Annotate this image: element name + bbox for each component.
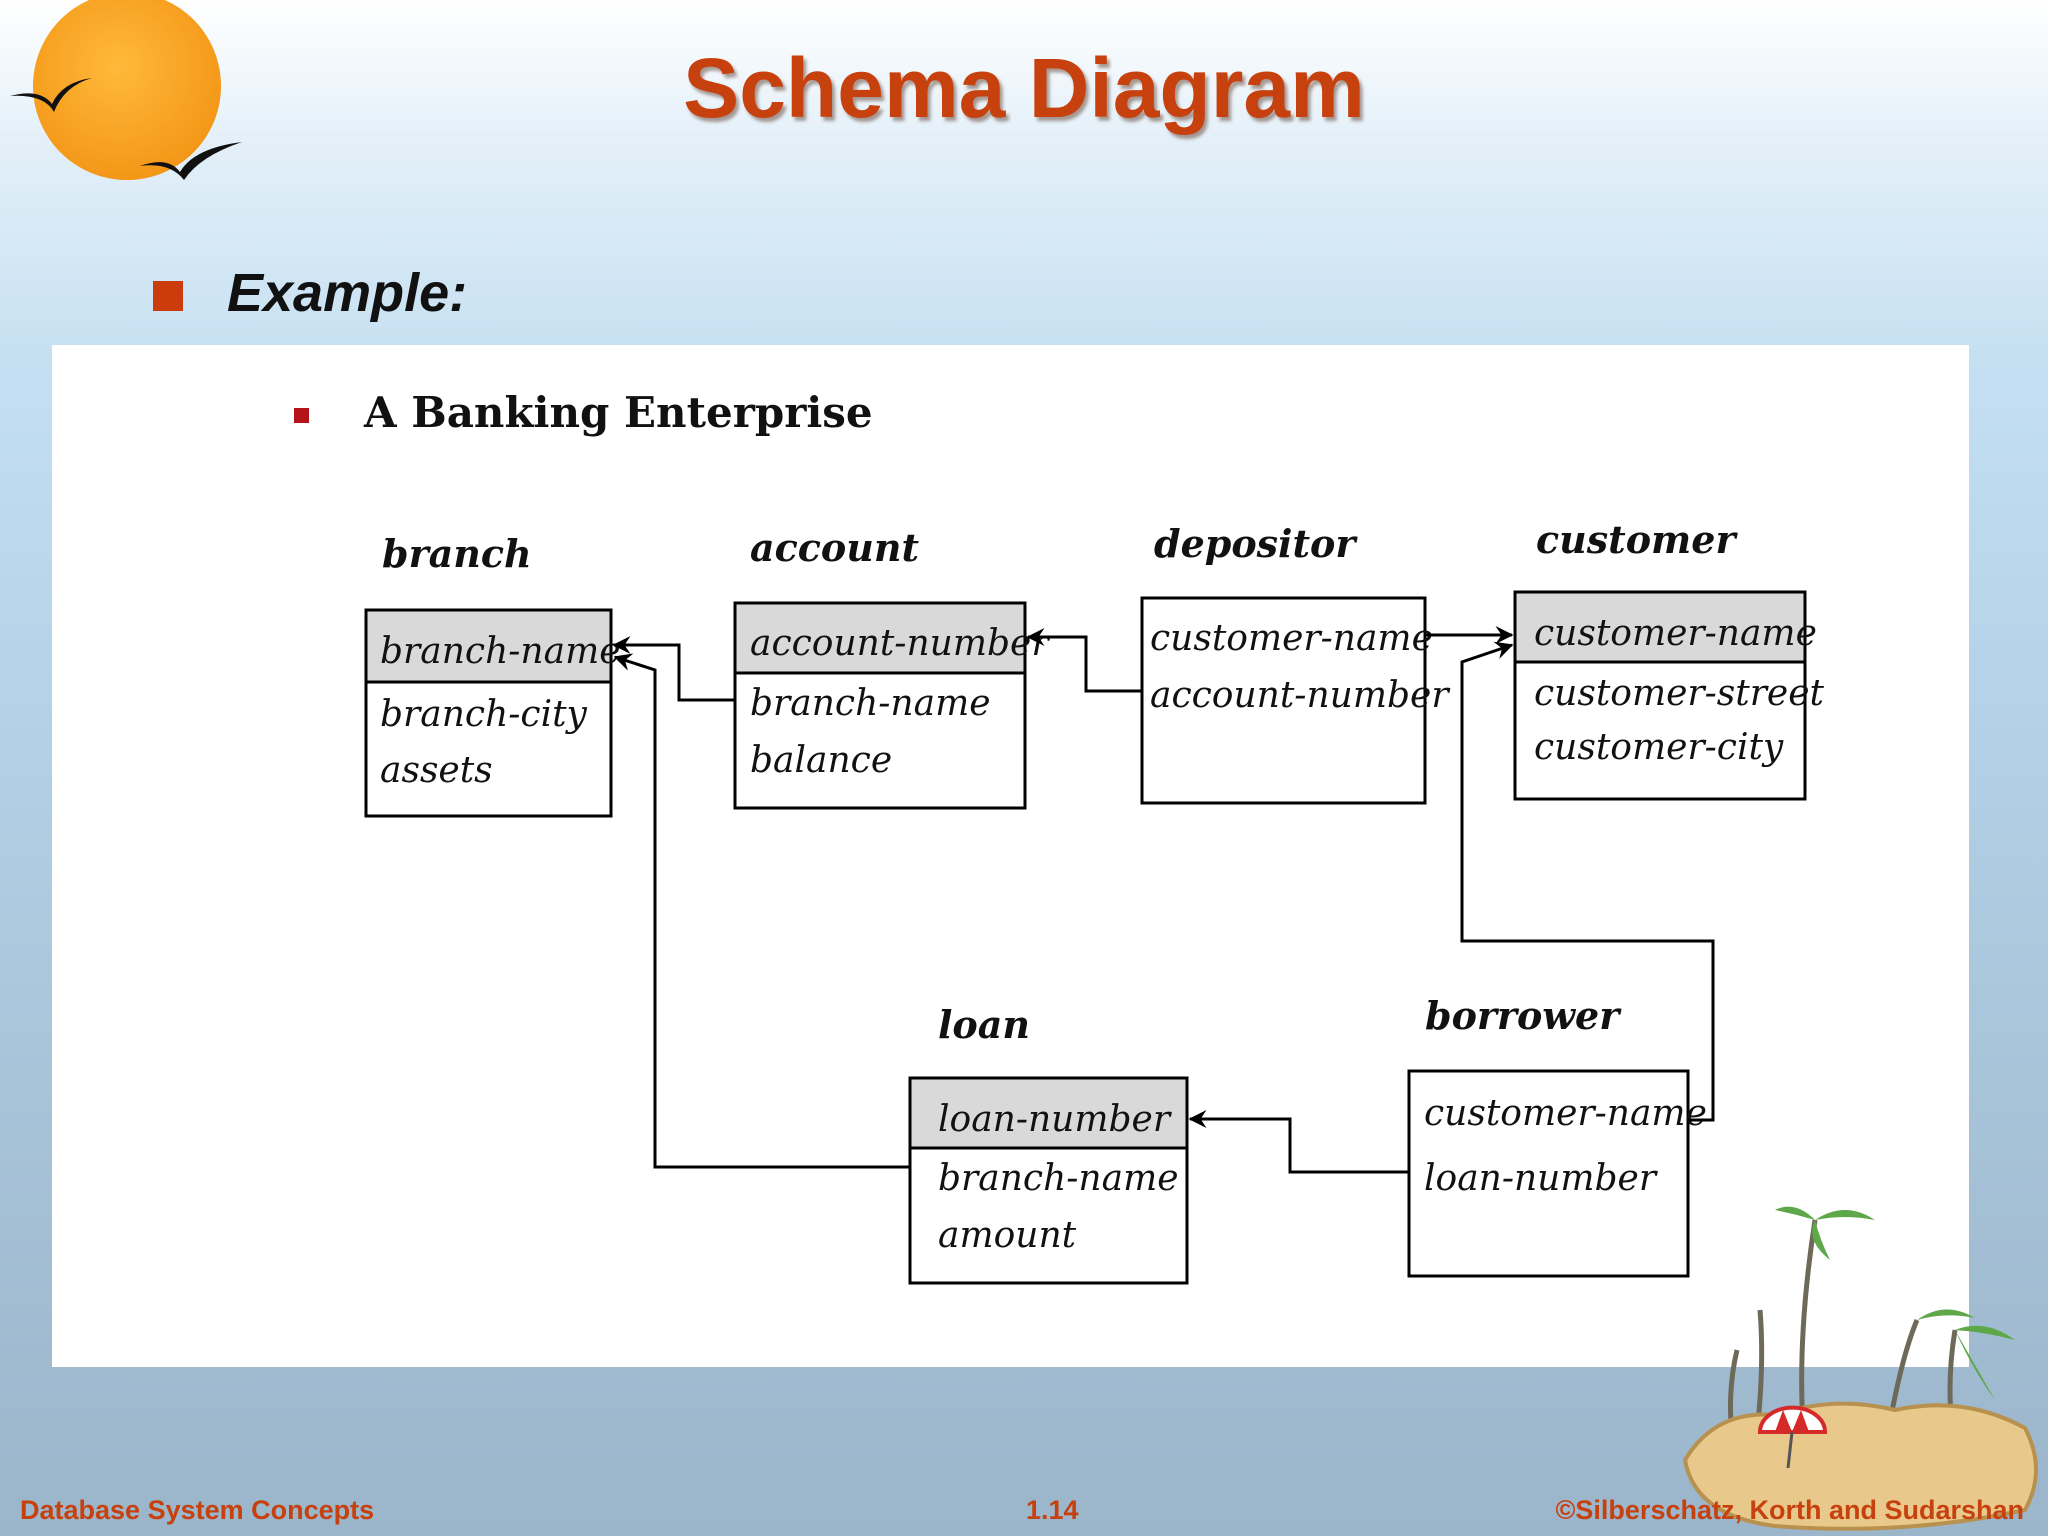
branch-attr-assets: assets (380, 750, 493, 791)
footer-page-number: 1.14 (1026, 1495, 1079, 1525)
table-name-borrower: borrower (1425, 993, 1622, 1038)
table-name-loan: loan (938, 1002, 1030, 1047)
table-branch (364, 608, 613, 818)
table-name-account: account (750, 525, 919, 570)
schema-diagram-panel: A Banking Enterprise branch branch-name … (52, 345, 1969, 1367)
fk-account-branch (612, 636, 735, 702)
borrower-attr-loan-number: loan-number (1424, 1158, 1658, 1199)
sun-with-birds-icon (10, 0, 242, 180)
schema-diagram: A Banking Enterprise branch branch-name … (294, 388, 1825, 1285)
loan-attr-amount: amount (938, 1215, 1077, 1256)
table-depositor (1140, 596, 1427, 805)
loan-key-attr: loan-number (938, 1099, 1172, 1140)
fk-depositor-account (1026, 628, 1142, 693)
table-loan (908, 1076, 1189, 1285)
table-name-branch: branch (382, 531, 532, 576)
table-customer (1513, 590, 1807, 801)
account-attr-branch-name: branch-name (750, 683, 991, 724)
account-attr-balance: balance (750, 740, 892, 781)
branch-key-attr: branch-name (380, 631, 621, 672)
slide-title: Schema Diagram (683, 41, 1365, 135)
table-name-customer: customer (1536, 517, 1738, 562)
fk-borrower-loan (1188, 1110, 1409, 1174)
account-key-attr: account-number (750, 623, 1050, 664)
fk-loan-branch (613, 653, 910, 1169)
footer-copyright: ©Silberschatz, Korth and Sudarshan (1555, 1495, 2024, 1525)
footer-course-title: Database System Concepts (20, 1495, 375, 1525)
table-account (733, 601, 1027, 810)
bullet-square (153, 281, 183, 311)
depositor-attr-account-number: account-number (1150, 675, 1450, 716)
borrower-attr-customer-name: customer-name (1424, 1093, 1707, 1134)
branch-attr-city: branch-city (380, 694, 588, 735)
bullet-text: Example: (227, 263, 468, 323)
diagram-heading: A Banking Enterprise (363, 388, 873, 437)
heading-bullet (294, 408, 309, 423)
table-name-depositor: depositor (1154, 521, 1358, 566)
depositor-attr-customer-name: customer-name (1150, 618, 1433, 659)
customer-key-attr: customer-name (1534, 613, 1817, 654)
loan-attr-branch-name: branch-name (938, 1158, 1179, 1199)
customer-attr-city: customer-city (1534, 727, 1784, 768)
fk-borrower-customer (1460, 641, 1715, 1122)
palm-island-icon (1682, 1206, 2038, 1531)
customer-attr-street: customer-street (1534, 673, 1825, 714)
